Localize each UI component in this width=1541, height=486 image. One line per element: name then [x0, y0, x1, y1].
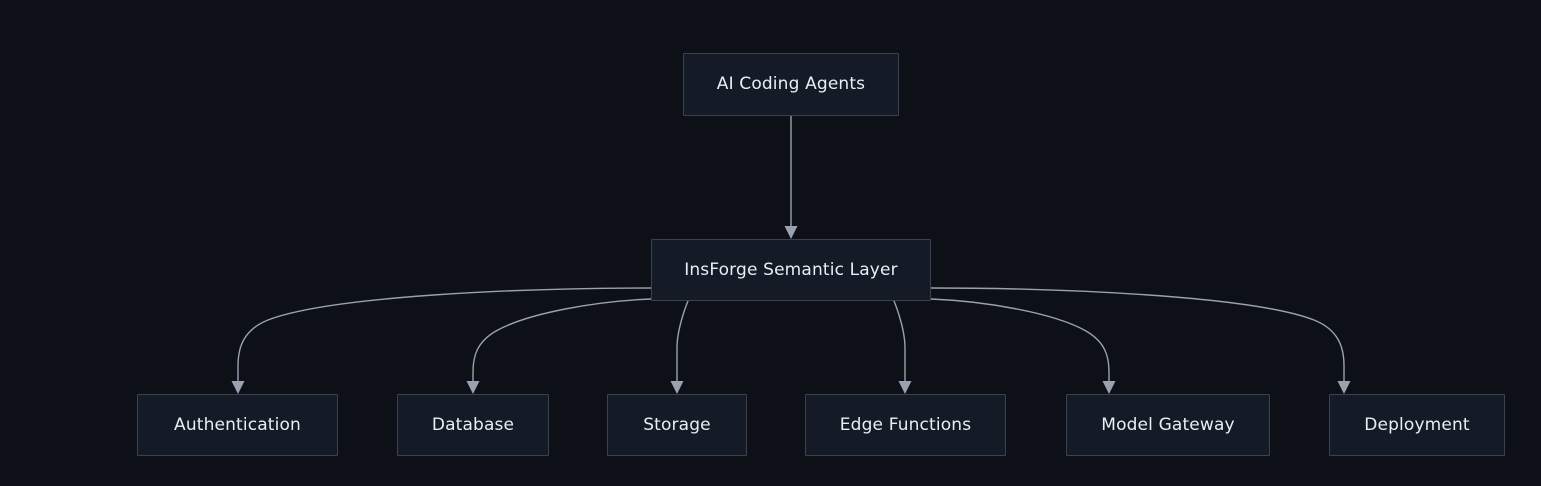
- node-deployment[interactable]: Deployment: [1329, 394, 1505, 456]
- edge-hub-to-deployment: [930, 287, 1345, 387]
- edge-hub-to-model-gateway: [930, 298, 1110, 387]
- node-insforge-semantic-layer[interactable]: InsForge Semantic Layer: [651, 239, 931, 301]
- node-label-storage: Storage: [643, 414, 711, 435]
- node-label-database: Database: [431, 414, 515, 435]
- arrowhead-edge-functions: [898, 381, 912, 394]
- node-storage[interactable]: Storage: [607, 394, 747, 456]
- node-label-ai-coding-agents: AI Coding Agents: [716, 74, 866, 94]
- node-authentication[interactable]: Authentication: [137, 394, 338, 456]
- arrowhead-hub: [784, 226, 798, 239]
- arrowhead-authentication: [231, 381, 245, 394]
- arrowhead-deployment: [1337, 381, 1351, 394]
- node-edge-functions[interactable]: Edge Functions: [805, 394, 1006, 456]
- edge-hub-to-authentication: [237, 287, 652, 387]
- node-model-gateway[interactable]: Model Gateway: [1066, 394, 1270, 456]
- node-label-edge-functions: Edge Functions: [839, 414, 972, 435]
- arrowhead-model-gateway: [1102, 381, 1116, 394]
- edge-hub-to-storage: [676, 300, 689, 387]
- edge-hub-to-edge-functions: [893, 300, 906, 387]
- node-label-model-gateway: Model Gateway: [1101, 414, 1235, 435]
- arrowhead-database: [466, 381, 480, 394]
- node-label-insforge-semantic-layer: InsForge Semantic Layer: [684, 259, 898, 280]
- node-label-authentication: Authentication: [174, 414, 301, 435]
- arrowhead-storage: [670, 381, 684, 394]
- node-label-deployment: Deployment: [1364, 414, 1470, 435]
- edge-hub-to-database: [472, 298, 652, 387]
- node-database[interactable]: Database: [397, 394, 549, 456]
- node-ai-coding-agents[interactable]: AI Coding Agents: [683, 53, 899, 116]
